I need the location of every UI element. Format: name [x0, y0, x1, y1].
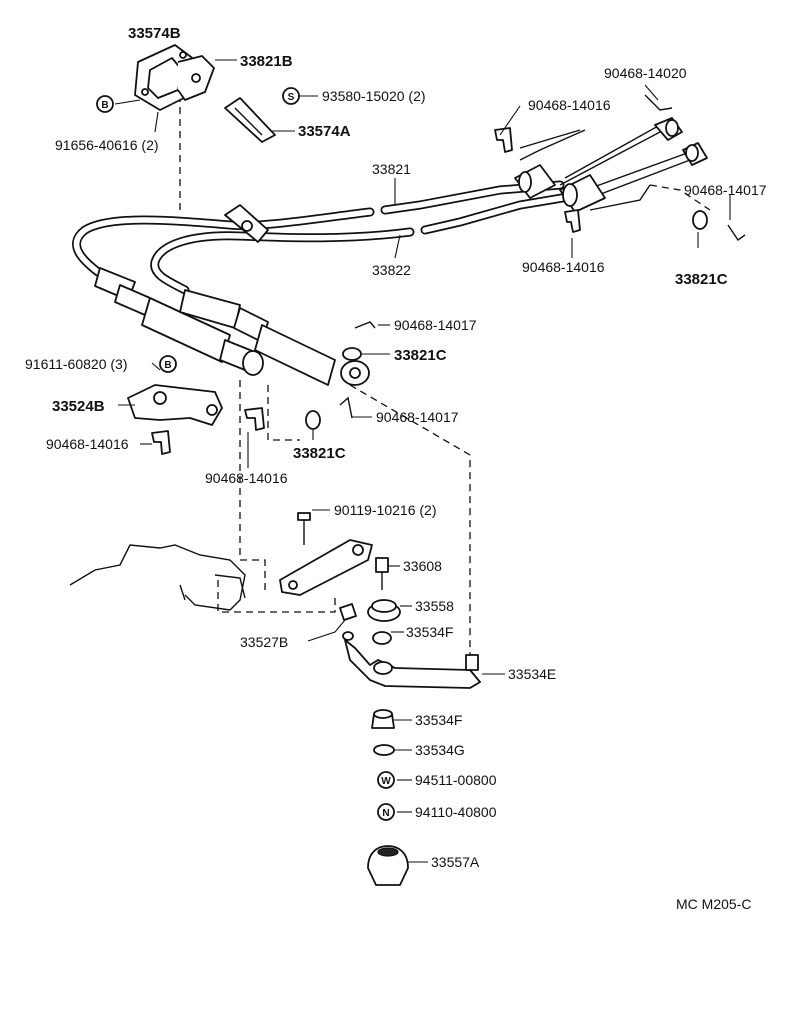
- diagram-code: MC M205-C: [676, 896, 751, 912]
- bushing-33558: [367, 599, 401, 622]
- label-94110-40800: 94110-40800: [415, 804, 497, 820]
- knob-33557A: [367, 845, 409, 886]
- label-91656-40616: 91656-40616 (2): [55, 137, 159, 153]
- leader-lines: [114, 59, 731, 863]
- symbol-bolt-b-2: B: [159, 355, 177, 373]
- label-33574B: 33574B: [128, 25, 181, 42]
- label-33821B: 33821B: [240, 53, 293, 70]
- label-33524B: 33524B: [52, 398, 105, 415]
- label-91611-60820: 91611-60820 (3): [25, 356, 127, 372]
- label-90468-14016-top: 90468-14016: [528, 97, 611, 113]
- washer-33534G: [373, 744, 395, 756]
- plate-33574A: [224, 97, 276, 143]
- label-33574A: 33574A: [298, 123, 351, 140]
- retainer-33821B: [177, 55, 215, 101]
- svg-text:B: B: [164, 360, 171, 371]
- label-33822: 33822: [372, 262, 411, 278]
- part-labels: 33574B 33821B 93580-15020 (2) 33574A 916…: [25, 25, 767, 912]
- cable-grommet-plate: [224, 204, 269, 243]
- label-33821C-right: 33821C: [675, 271, 728, 288]
- label-33821: 33821: [372, 161, 411, 177]
- symbol-screw-s: S: [282, 87, 300, 105]
- label-90468-14017-b: 90468-14017: [376, 409, 459, 425]
- label-33821C-a: 33821C: [394, 347, 447, 364]
- label-90468-14016-left: 90468-14016: [46, 436, 129, 452]
- label-90468-14017-a: 90468-14017: [394, 317, 477, 333]
- washers-33821C: [305, 210, 708, 430]
- label-90468-14016-bot: 90468-14016: [205, 470, 288, 486]
- lever-33534E: [342, 631, 481, 689]
- svg-text:S: S: [288, 92, 295, 103]
- svg-text:N: N: [382, 808, 389, 819]
- cable-ends-lower: [94, 267, 370, 386]
- cable-ends-upper: [514, 117, 708, 213]
- label-93580-15020: 93580-15020 (2): [322, 88, 426, 104]
- label-33527B: 33527B: [240, 634, 288, 650]
- select-cable-33822: [150, 151, 691, 295]
- assembly-guide-lines: [179, 95, 711, 660]
- label-33534E: 33534E: [508, 666, 556, 682]
- label-33534G: 33534G: [415, 742, 465, 758]
- label-90119-10216: 90119-10216 (2): [334, 502, 436, 518]
- label-33534F-b: 33534F: [415, 712, 462, 728]
- svg-text:B: B: [101, 100, 108, 111]
- label-94511-00800: 94511-00800: [415, 772, 497, 788]
- label-33558: 33558: [415, 598, 454, 614]
- lever-33608: [279, 512, 389, 596]
- label-90468-14020: 90468-14020: [604, 65, 687, 81]
- symbol-bolt-b-1: B: [96, 95, 114, 113]
- part-33527B: [339, 603, 357, 621]
- symbol-nut-n: N: [377, 803, 395, 821]
- label-33821C-b: 33821C: [293, 445, 346, 462]
- bushing-33534F-top: [372, 631, 392, 645]
- symbol-washer-w: W: [377, 771, 395, 789]
- label-33534F-a: 33534F: [406, 624, 453, 640]
- bushing-33534F-bottom: [371, 709, 395, 729]
- bracket-33524B: [127, 384, 223, 426]
- label-90468-14016-mid: 90468-14016: [522, 259, 605, 275]
- label-33557A: 33557A: [431, 854, 480, 870]
- svg-text:W: W: [381, 776, 391, 787]
- clips: [151, 94, 746, 455]
- transmission-outline: [69, 544, 246, 611]
- label-90468-14017-right: 90468-14017: [684, 182, 767, 198]
- label-33608: 33608: [403, 558, 442, 574]
